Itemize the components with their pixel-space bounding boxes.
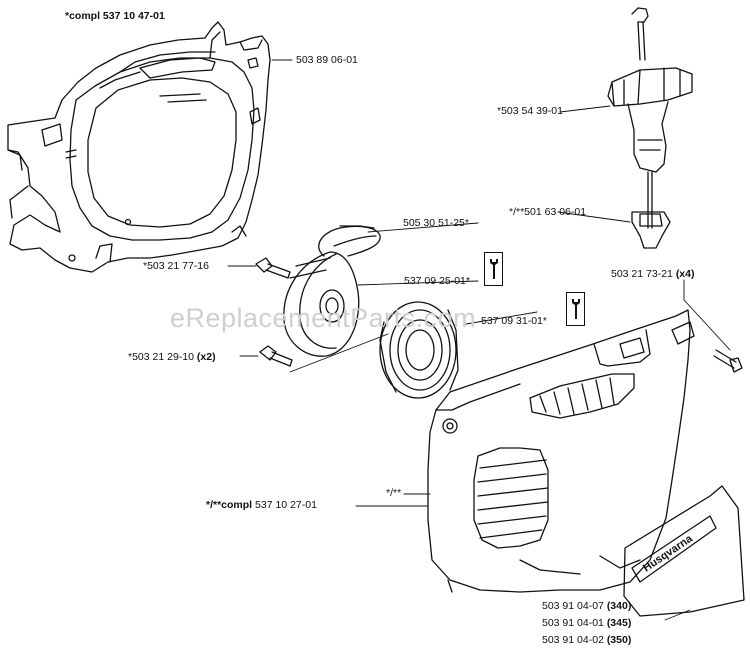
leader-lines bbox=[227, 59, 731, 621]
label-503-21-77-16: *503 21 77-16 bbox=[143, 260, 209, 272]
screw-503-21-77-16 bbox=[255, 257, 291, 279]
screw-503-21-73-21 bbox=[713, 349, 743, 373]
decal-brand-text: Husqvarna bbox=[641, 532, 696, 574]
label-503-91-04-07: 503 91 04-07 (340) bbox=[542, 600, 632, 612]
screw-503-21-29-10 bbox=[259, 345, 293, 367]
tool-icon bbox=[484, 252, 503, 286]
label-503-91-04-02: 503 91 04-02 (350) bbox=[542, 634, 632, 646]
label-503-91-04-01: 503 91 04-01 (345) bbox=[542, 617, 632, 629]
label-503-21-73-21: 503 21 73-21 (x4) bbox=[611, 268, 695, 280]
pulley-part bbox=[283, 225, 381, 357]
label-501-63-06-01: */**501 63 06-01 bbox=[509, 206, 587, 218]
decal-part bbox=[623, 485, 745, 617]
label-starter-compl: */**compl 537 10 27-01 bbox=[206, 499, 317, 511]
label-starter-mark: */** bbox=[386, 487, 402, 499]
starter-handle-part bbox=[607, 7, 693, 249]
starter-cover-part bbox=[427, 309, 695, 593]
label-537-09-31-01: 537 09 31-01* bbox=[481, 315, 547, 327]
label-505-30-51-25: 505 30 51-25* bbox=[403, 217, 469, 229]
spring-part bbox=[379, 301, 459, 399]
tool-icon bbox=[566, 292, 585, 326]
label-537-09-25-01: 537 09 25-01* bbox=[404, 275, 470, 287]
watermark: eReplacementParts.com bbox=[170, 303, 477, 333]
label-side-cover: *compl 537 10 47-01 bbox=[65, 10, 165, 22]
label-503-21-29-10: *503 21 29-10 (x2) bbox=[128, 351, 216, 363]
side-cover-part bbox=[7, 21, 271, 273]
label-503-89-06-01: 503 89 06-01 bbox=[296, 54, 358, 66]
label-503-54-39-01: *503 54 39-01 bbox=[497, 105, 563, 117]
